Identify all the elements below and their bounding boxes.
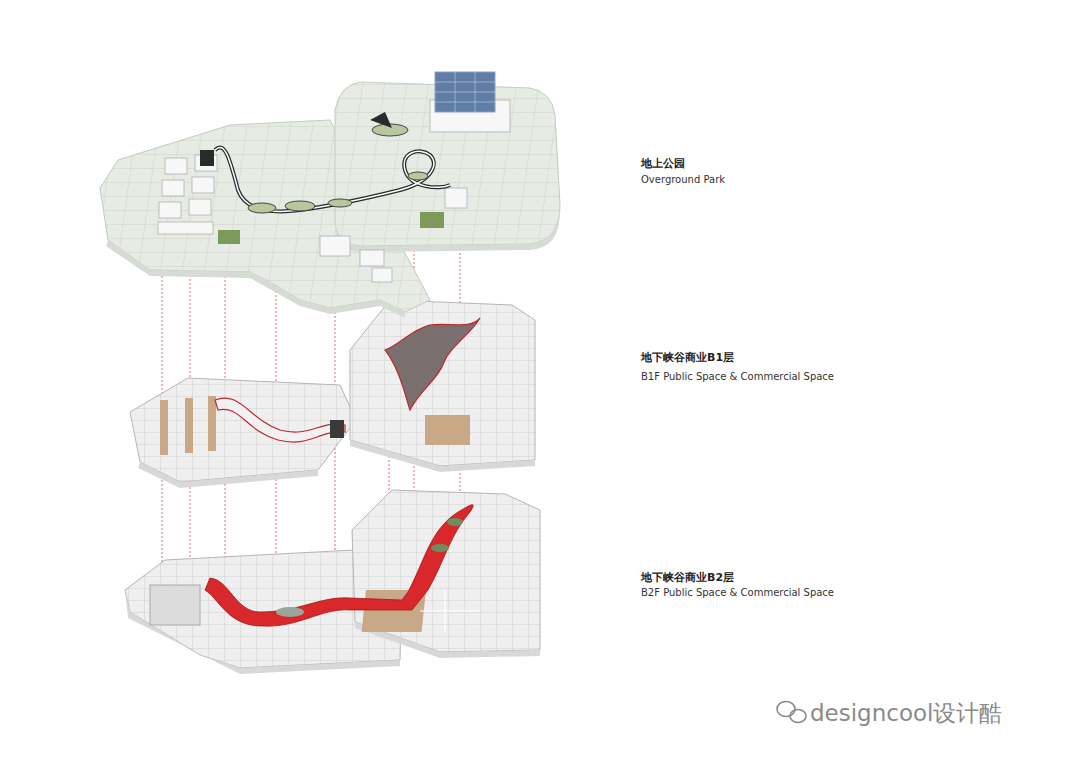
watermark: designcool设计酷 bbox=[810, 698, 1002, 729]
layer-title: 地下峡谷商业B1层 bbox=[641, 350, 734, 365]
layer-subtitle: Overground Park bbox=[641, 174, 725, 185]
wechat-icon bbox=[777, 702, 806, 723]
layer-subtitle: B2F Public Space & Commercial Space bbox=[641, 587, 834, 598]
overground-park-layer bbox=[100, 72, 560, 318]
layer-title: 地下峡谷商业B2层 bbox=[641, 570, 734, 585]
b2-layer bbox=[125, 490, 540, 674]
b1-layer bbox=[130, 300, 535, 488]
layer-subtitle: B1F Public Space & Commercial Space bbox=[641, 371, 834, 382]
layer-title: 地上公园 bbox=[641, 156, 685, 171]
